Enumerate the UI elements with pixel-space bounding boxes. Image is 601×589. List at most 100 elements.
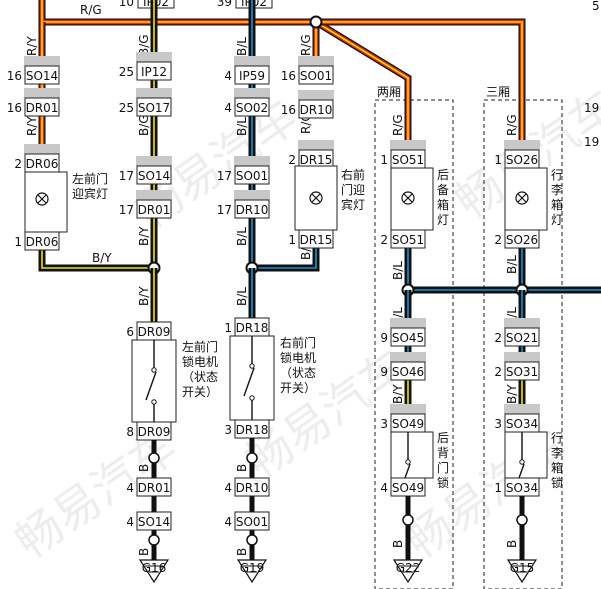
conn-so31-code: SO31 xyxy=(506,365,538,379)
wire-label-ry-2: R/Y xyxy=(25,116,39,136)
label-rear-lock-line-2: 门 xyxy=(437,460,449,475)
conn-so45-pin: 9 xyxy=(380,331,388,345)
label-left-motor-line-0: 左前门 xyxy=(182,339,218,354)
conn-so21-code: SO21 xyxy=(506,331,538,345)
dot-left-2 xyxy=(148,534,160,546)
conn-dr10-bottom-pin: 4 xyxy=(224,481,232,495)
conn-so01-mid-pin: 17 xyxy=(217,169,232,183)
edge-label-c: 19 xyxy=(584,135,599,149)
motor-left-switch xyxy=(145,340,157,422)
lamp-trunk-bulb-x xyxy=(517,193,527,203)
conn-dr10-mid-pin: 17 xyxy=(217,203,232,217)
conn-dr10-mid-code: DR10 xyxy=(236,203,269,217)
conn-so51-top-pin: 1 xyxy=(380,153,388,167)
wire-label-by-mid: B/Y xyxy=(137,226,151,246)
conn-so51-bottom-pin: 2 xyxy=(380,233,388,247)
ground-g22-lines xyxy=(399,565,417,573)
lamp-right-bulb-x xyxy=(311,193,321,203)
edge-label-b: 19 xyxy=(584,101,599,115)
conn-dr01-mid-box xyxy=(136,199,172,219)
conn-so45-box xyxy=(390,327,426,347)
wire-label-b-right-2: B xyxy=(235,548,249,556)
dot-trunk xyxy=(516,514,528,526)
conn-so17-box xyxy=(136,97,172,117)
motor-right-contact-b xyxy=(249,395,255,401)
conn-so02-plug xyxy=(234,88,270,98)
conn-so26-top-pin: 1 xyxy=(494,153,502,167)
conn-dr01-top-box xyxy=(24,97,60,117)
wire-label-bg-1: B/G xyxy=(137,34,151,56)
motor-right-contact-a xyxy=(249,363,255,369)
conn-so01-bottom-box xyxy=(234,511,270,531)
ground-g22-label: G22 xyxy=(396,561,421,575)
label-right-lamp-line-2: 宾灯 xyxy=(341,197,365,212)
conn-dr06-top-plug xyxy=(24,144,60,154)
label-right-motor-line-3: 开关） xyxy=(280,381,316,395)
top-ip02-right-pin: 39 xyxy=(217,0,232,9)
motor-left-contact-b xyxy=(151,399,157,405)
conn-dr18-top-pin: 1 xyxy=(224,321,232,335)
conn-dr10-bottom-code: DR10 xyxy=(236,481,269,495)
conn-so51-top-code: SO51 xyxy=(392,153,424,167)
conn-ip12-box xyxy=(136,61,172,81)
label-left-motor-line-1: 锁电机 xyxy=(182,354,218,369)
conn-so34-bottom-pin: 1 xyxy=(494,481,502,495)
motor-left-contact-a xyxy=(151,367,157,373)
conn-dr10-top-code: DR10 xyxy=(300,103,333,117)
conn-so49-bottom-code: SO49 xyxy=(392,481,424,495)
conn-so02-pin: 4 xyxy=(224,101,232,115)
conn-so14-mid-code: SO14 xyxy=(138,169,170,183)
lock-trunk-contact-a xyxy=(519,459,525,465)
dot-right-1 xyxy=(246,452,258,464)
conn-ip12-pin: 25 xyxy=(119,65,134,79)
conn-dr01-bottom-box xyxy=(136,477,172,497)
label-left-lamp-line-1: 迎宾灯 xyxy=(72,186,108,201)
conn-dr10-mid-plug xyxy=(234,190,270,200)
conn-so21-box xyxy=(504,327,540,347)
wire-label-bl-2: B/L xyxy=(235,117,249,136)
conn-so31-pin: 2 xyxy=(494,365,502,379)
conn-so17-plug xyxy=(136,88,172,98)
conn-dr01-top-code: DR01 xyxy=(26,101,59,115)
conn-dr10-top-box xyxy=(298,99,334,119)
conn-so14-mid-pin: 17 xyxy=(119,169,134,183)
label-rear-lamp-line-3: 灯 xyxy=(437,213,449,227)
conn-so14-top-plug xyxy=(24,56,60,66)
conn-so14-top-code: SO14 xyxy=(26,69,58,83)
conn-so01-bottom-pin: 4 xyxy=(224,515,232,529)
label-rear-lock-line-3: 锁 xyxy=(437,475,449,490)
conn-so34-top-code: SO34 xyxy=(506,417,538,431)
conn-so46-box xyxy=(390,361,426,381)
wire-label-bl-rear-1: B/L xyxy=(391,261,405,280)
label-trunk-lock-line-2: 箱 xyxy=(551,460,563,475)
label-trunk-lock-line-1: 李 xyxy=(551,445,563,460)
wire-label-rg-top: R/G xyxy=(80,3,102,17)
conn-ip59-box xyxy=(234,65,270,85)
ground-g19-lines xyxy=(243,565,261,573)
conn-so49-top-pin: 3 xyxy=(380,417,388,431)
lock-trunk-box xyxy=(504,431,548,479)
conn-so02-code: SO02 xyxy=(236,101,268,115)
conn-so26-top-code: SO26 xyxy=(506,153,538,167)
conn-dr06-top-code: DR06 xyxy=(26,157,59,171)
conn-so01-mid-code: SO01 xyxy=(236,169,268,183)
dot-left-1 xyxy=(148,452,160,464)
ground-g19-label: G19 xyxy=(240,561,265,575)
conn-ip12-code: IP12 xyxy=(141,65,167,79)
label-left-motor-line-2: （状态 xyxy=(182,370,218,384)
wire-label-b-right-1: B xyxy=(235,464,249,472)
conn-ip12-plug xyxy=(136,52,172,62)
conn-dr15-top-pin: 2 xyxy=(288,153,296,167)
dot-right-2 xyxy=(246,534,258,546)
wire-rg-to-so26-stripe xyxy=(316,21,523,150)
conn-dr18-bottom-code: DR18 xyxy=(236,423,269,437)
wire-label-bl-1: B/L xyxy=(235,37,249,56)
conn-so46-code: SO46 xyxy=(392,365,424,379)
wire-label-bl-trunk-1: B/L xyxy=(505,255,519,274)
conn-so01-top-pin: 16 xyxy=(281,69,296,83)
lock-rear-box xyxy=(390,431,434,479)
wire-label-b-left-1: B xyxy=(137,464,151,472)
zone-rear-door-box xyxy=(374,99,454,589)
